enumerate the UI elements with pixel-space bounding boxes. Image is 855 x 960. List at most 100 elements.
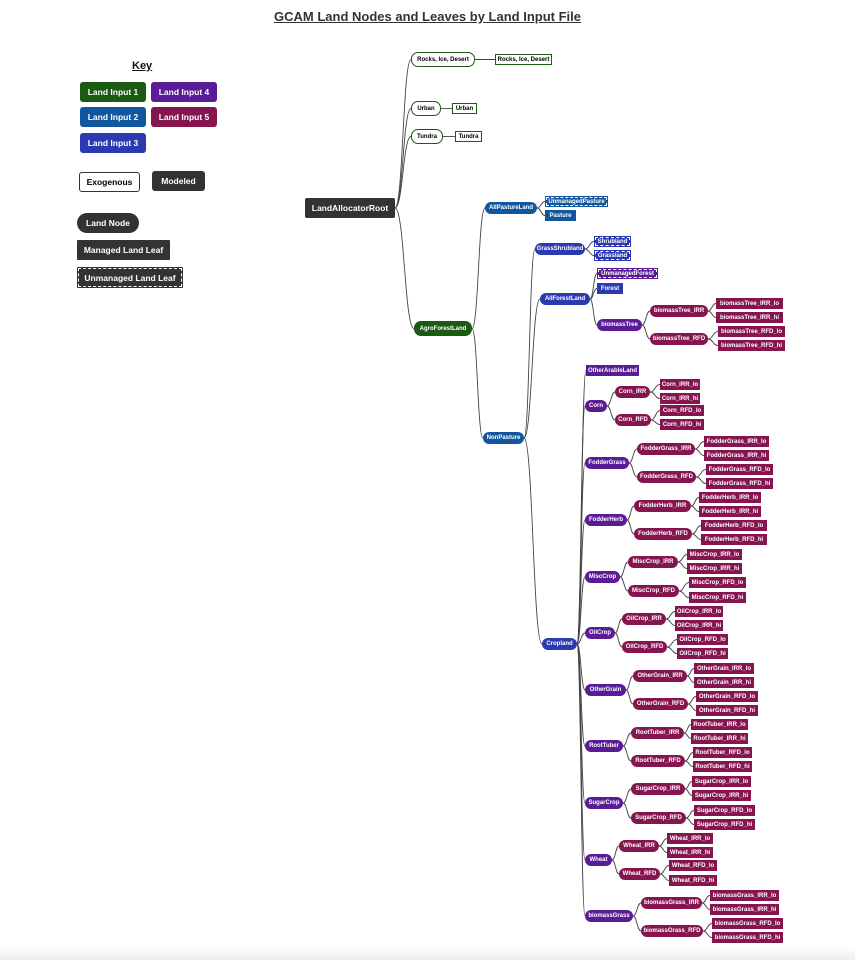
connector-wh_rfd-wh_rfd_lo: [659, 865, 670, 875]
node-cropland: Cropland: [542, 638, 577, 650]
node-misccrop-irr: MiscCrop_IRR: [628, 556, 678, 568]
connector-allforest-biomasstree: [589, 298, 598, 326]
connector-mc_rfd-mc_rfd_hi: [678, 590, 690, 598]
connector-corn_irr-corn_irr_lo: [649, 384, 661, 393]
node-urban: Urban: [411, 101, 441, 116]
connector-cropland-og: [576, 643, 586, 691]
leaf-roottuber-rfd-hi: RootTuber_RFD_hi: [693, 761, 752, 772]
node-biomasstree-rfd: biomassTree_RFD: [650, 333, 708, 345]
leaf-rocks-ice-desert: Rocks, Ice, Desert: [495, 54, 552, 65]
node-agroforestland: AgroForestLand: [414, 321, 472, 336]
leaf-biomasstree-rfd-hi: biomassTree_RFD_hi: [718, 340, 785, 351]
connector-fg-fg_irr: [628, 448, 638, 464]
leaf-fodderherb-rfd-lo: FodderHerb_RFD_lo: [701, 520, 767, 531]
leaf-misccrop-irr-lo: MiscCrop_IRR_lo: [687, 549, 742, 560]
connector-cropland-bg: [576, 643, 586, 917]
leaf-oilcrop-irr-lo: OilCrop_IRR_lo: [675, 606, 723, 617]
connector-wh_rfd-wh_rfd_hi: [659, 873, 670, 881]
connector-sc-sc_irr: [622, 788, 632, 804]
connector-oc_rfd-oc_rfd_hi: [666, 646, 678, 654]
connector-mc_rfd-mc_rfd_lo: [678, 582, 690, 592]
leaf-wheat-rfd-hi: Wheat_RFD_hi: [669, 875, 717, 886]
legend-land-input-5: Land Input 5: [151, 107, 217, 127]
connector-bg-bg_rfd: [632, 915, 642, 932]
connector-rt_rfd-rt_rfd_hi: [684, 760, 694, 767]
leaf-roottuber-irr-hi: RootTuber_IRR_hi: [691, 733, 748, 744]
connector-root-tundra: [394, 136, 412, 209]
node-allpastureland: AllPastureLand: [485, 202, 537, 214]
leaf-fodderherb-irr-hi: FodderHerb_IRR_hi: [699, 506, 761, 517]
node-grassshrubland: GrassShrubland: [535, 243, 585, 255]
connector-og_rfd-og_rfd_hi: [687, 703, 697, 711]
connector-wh-wh_rfd: [611, 859, 620, 875]
connector-nonpasture-allforest: [523, 298, 541, 439]
connector-bt_irr-bt_irr_hi: [707, 310, 717, 318]
leaf-biomasstree-irr-hi: biomassTree_IRR_hi: [716, 312, 783, 323]
leaf-foddergrass-irr-lo: FodderGrass_IRR_lo: [704, 436, 769, 447]
leaf-pasture: Pasture: [545, 210, 576, 221]
node-othergrain-rfd: OtherGrain_RFD: [633, 698, 688, 710]
leaf-corn-irr-hi: Corn_IRR_hi: [660, 393, 700, 404]
connector-bt_irr-bt_irr_lo: [707, 303, 717, 312]
connector-fg-fg_rfd: [628, 462, 638, 478]
leaf-misccrop-rfd-hi: MiscCrop_RFD_hi: [689, 592, 746, 603]
leaf-wheat-irr-lo: Wheat_IRR_lo: [667, 833, 713, 844]
node-nonpasture: NonPasture: [483, 432, 524, 444]
node-land-allocator-root: LandAllocatorRoot: [305, 198, 395, 218]
connector-bt_rfd-bt_rfd_hi: [707, 338, 719, 346]
node-biomasstree-irr: biomassTree_IRR: [650, 305, 708, 317]
node-oilcrop: OilCrop: [585, 627, 615, 639]
node-rocks-ice-desert: Rocks, Ice, Desert: [411, 52, 475, 67]
legend-modeled: Modeled: [152, 171, 205, 191]
node-roottuber: RootTuber: [585, 740, 623, 752]
connector-fh_rfd-fh_rfd_lo: [691, 525, 702, 535]
connector-corn_irr-corn_irr_hi: [649, 391, 661, 399]
node-roottuber-irr: RootTuber_IRR: [631, 727, 684, 739]
leaf-othergrain-rfd-lo: OtherGrain_RFD_lo: [696, 691, 758, 702]
leaf-sugarcrop-rfd-lo: SugarCrop_RFD_lo: [694, 805, 755, 816]
node-fodderherb-rfd: FodderHerb_RFD: [634, 528, 692, 540]
connector-og_irr-og_irr_lo: [686, 668, 695, 677]
node-wheat-irr: Wheat_IRR: [619, 840, 659, 852]
leaf-sugarcrop-irr-lo: SugarCrop_IRR_lo: [692, 776, 751, 787]
connector-sc-sc_rfd: [622, 802, 632, 819]
connector-fg_rfd-fg_rfd_lo: [695, 469, 707, 478]
connector-mc-mc_rfd: [619, 576, 629, 592]
connector-root-rocks: [394, 59, 412, 209]
node-corn-irr: Corn_IRR: [615, 386, 650, 398]
connector-grassshrub-shrubland: [584, 241, 595, 250]
legend-land-node: Land Node: [77, 213, 139, 233]
legend-unmanaged-leaf: Unmanaged Land Leaf: [77, 267, 183, 288]
legend-title: Key: [132, 60, 153, 72]
legend-land-input-1: Land Input 1: [80, 82, 146, 102]
node-sugarcrop-irr: SugarCrop_IRR: [631, 783, 685, 795]
leaf-othergrain-rfd-hi: OtherGrain_RFD_hi: [696, 705, 758, 716]
node-sugarcrop: SugarCrop: [585, 797, 623, 809]
node-biomasstree: biomassTree: [597, 319, 642, 331]
leaf-biomassgrass-irr-lo: biomassGrass_IRR_lo: [710, 890, 779, 901]
legend-exogenous: Exogenous: [79, 172, 140, 192]
leaf-biomasstree-irr-lo: biomassTree_IRR_lo: [716, 298, 783, 309]
connector-fh-fh_rfd: [626, 519, 635, 535]
connector-cropland-rt: [576, 643, 586, 747]
node-misccrop-rfd: MiscCrop_RFD: [628, 585, 679, 597]
connector-sc_irr-sc_irr_hi: [684, 788, 693, 796]
node-corn: Corn: [585, 400, 607, 412]
connector-og_rfd-og_rfd_lo: [687, 696, 697, 705]
leaf-corn-rfd-hi: Corn_RFD_hi: [660, 419, 704, 430]
connector-mc_irr-mc_irr_lo: [677, 554, 688, 563]
legend-land-input-4: Land Input 4: [151, 82, 217, 102]
connector-sc_rfd-sc_rfd_hi: [685, 817, 695, 825]
connector-grassshrub-grassland: [584, 248, 595, 256]
connector-bg_irr-bg_irr_hi: [701, 902, 711, 910]
leaf-othergrain-irr-hi: OtherGrain_IRR_hi: [694, 677, 754, 688]
connector-oc-oc_irr: [614, 618, 623, 634]
connector-fg_irr-fg_irr_hi: [694, 448, 705, 456]
leaf-fodderherb-irr-lo: FodderHerb_IRR_lo: [699, 492, 761, 503]
leaf-sugarcrop-rfd-hi: SugarCrop_RFD_hi: [694, 819, 755, 830]
node-oilcrop-rfd: OilCrop_RFD: [622, 641, 667, 653]
connector-bg_rfd-bg_rfd_hi: [702, 930, 713, 938]
leaf-tundra: Tundra: [455, 131, 482, 142]
connector-rt_irr-rt_irr_lo: [683, 724, 692, 734]
leaf-wheat-irr-hi: Wheat_IRR_hi: [667, 847, 713, 858]
